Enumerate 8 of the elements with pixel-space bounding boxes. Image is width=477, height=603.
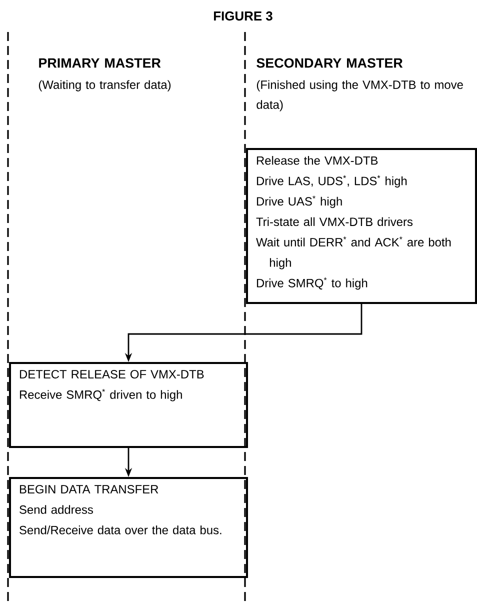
process-box: DETECT RELEASE OF VMX-DTB Receive SMRQ$^{*}$ driven to high [9,362,248,448]
process-box: BEGIN DATA TRANSFER Send address Send/Receive data over the data bus. [9,477,248,578]
figure-title: FIGURE 3 [214,11,272,21]
lane-subtitle: (Waiting to transfer data) [38,80,171,92]
lane-header: PRIMARY MASTER [39,58,161,68]
lane-header: SECONDARY MASTER [256,58,403,68]
lane-subtitle: (Finished using the VMX-DTB to move data) [256,80,463,112]
process-box: Release the VMX-DTB Drive LAS, UDS$^{*}$, LDS$^{*}$ high Drive UAS$^{*}$ high Tri-state all VMX-DTB drivers Wait until DERR$^{*}$ and ACK$^{*}$ are both high Drive SMRQ$^{*}$ to high [246,148,477,304]
